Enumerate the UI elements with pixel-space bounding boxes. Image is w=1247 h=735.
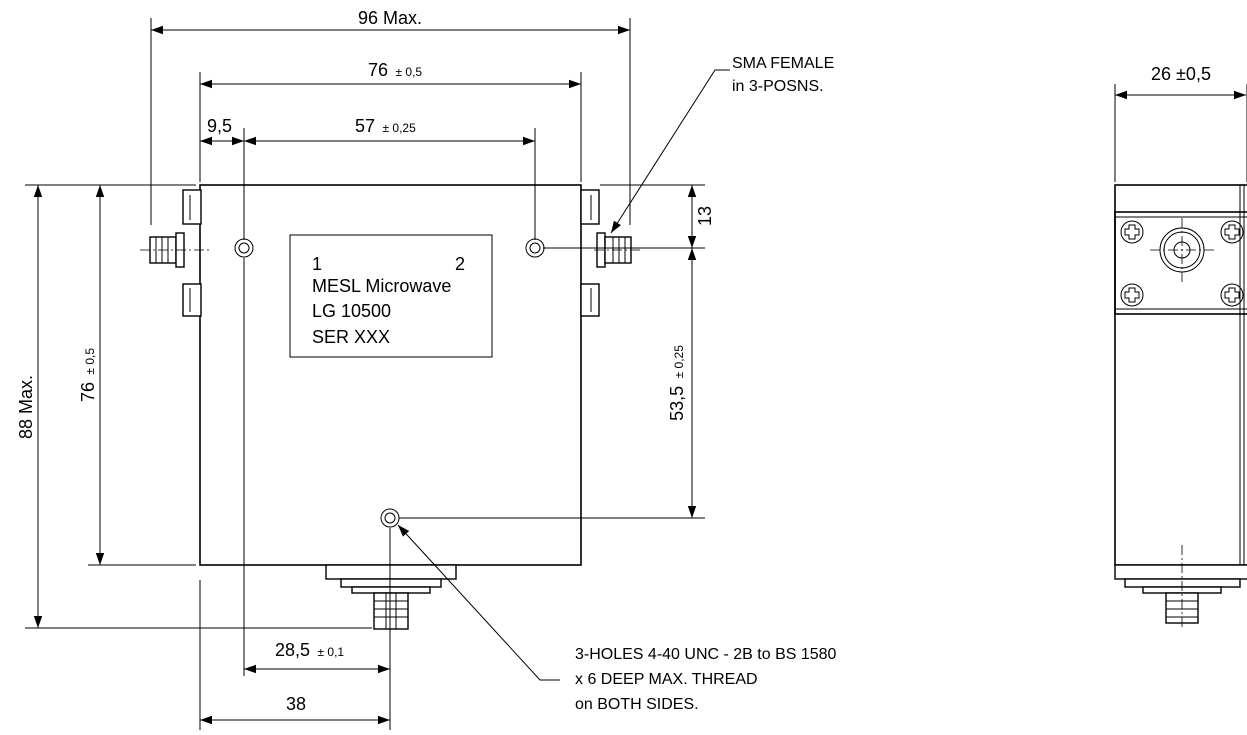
label-line-3: SER XXX	[312, 327, 390, 347]
front-view: 1 2 MESL Microwave LG 10500 SER XXX	[140, 184, 640, 640]
dim-connector-spacing: 57 ± 0,25	[244, 116, 535, 146]
bottom-sma-connector	[325, 564, 457, 630]
side-bottom-connector	[1114, 545, 1247, 630]
dim-connector-spacing-label: 57 ± 0,25	[355, 116, 416, 136]
dim-overall-width: 96 Max.	[150, 8, 631, 225]
module-body	[199, 184, 582, 566]
hole-note-line-1: 3-HOLES 4-40 UNC - 2B to BS 1580	[575, 646, 837, 663]
hole-note-line-2: x 6 DEEP MAX. THREAD	[575, 671, 758, 688]
dim-bottom-connector: 38	[199, 580, 390, 730]
dim-hole-horizontal: 28,5 ± 0,1	[243, 258, 391, 730]
sma-note-line-1: SMA FEMALE	[732, 55, 834, 72]
dim-body-width: 76 ± 0,5	[199, 60, 582, 182]
dim-hole-vertical: 53,5 ± 0,25	[399, 248, 705, 519]
sma-note-line-2: in 3-POSNS.	[732, 78, 824, 95]
dim-body-width-label: 76 ± 0,5	[368, 60, 422, 80]
dim-connector-spacing-value: 57	[355, 116, 375, 136]
left-side-lugs	[182, 189, 202, 317]
mounting-hole-right	[525, 238, 545, 258]
sma-note-leader: SMA FEMALE in 3-POSNS.	[610, 55, 834, 234]
hole-note-leader: 3-HOLES 4-40 UNC - 2B to BS 1580 x 6 DEE…	[397, 524, 837, 713]
label-line-1: MESL Microwave	[312, 276, 451, 296]
dim-hole-horizontal-tol: ± 0,1	[318, 645, 345, 659]
side-screw-bottom-right	[1220, 283, 1244, 307]
dim-hole-horizontal-label: 28,5 ± 0,1	[275, 640, 344, 660]
dim-overall-height-label: 88 Max.	[16, 375, 36, 439]
dim-body-width-value: 76	[368, 60, 388, 80]
dim-body-height-label: 76 ± 0,5	[78, 348, 98, 402]
dim-side-depth-label: 26 ±0,5	[1151, 64, 1211, 84]
mounting-hole-bottom	[380, 508, 400, 528]
side-screw-top-right	[1220, 220, 1244, 244]
side-screw-bottom-left	[1120, 283, 1144, 307]
dim-connector-offset: 13	[543, 184, 715, 249]
label-port-1: 1	[312, 254, 322, 274]
dim-overall-width-label: 96 Max.	[358, 8, 422, 28]
dim-hole-vertical-label: 53,5 ± 0,25	[667, 345, 687, 421]
dim-body-width-tol: ± 0,5	[395, 65, 422, 79]
dim-overall-height: 88 Max.	[16, 184, 372, 629]
dim-hole-vertical-value: 53,5	[667, 386, 687, 421]
dim-body-height-value: 76	[78, 382, 98, 402]
dim-hole-vertical-tol: ± 0,25	[672, 345, 686, 379]
right-side-lugs	[580, 189, 600, 317]
dim-body-height: 76 ± 0,5	[78, 185, 196, 566]
mounting-hole-left	[234, 238, 254, 258]
dim-side-depth: 26 ±0,5	[1114, 64, 1247, 182]
hole-note-line-3: on BOTH SIDES.	[575, 696, 699, 713]
label-line-2: LG 10500	[312, 301, 391, 321]
side-view	[1114, 184, 1247, 630]
side-flange-plate	[1114, 211, 1247, 315]
dim-connector-spacing-tol: ± 0,25	[382, 121, 416, 135]
dim-bottom-connector-label: 38	[286, 694, 306, 714]
dim-hole-inset: 9,5	[200, 116, 536, 240]
side-screw-top-left	[1120, 220, 1144, 244]
dim-hole-horizontal-value: 28,5	[275, 640, 310, 660]
dim-hole-inset-label: 9,5	[207, 116, 232, 136]
side-connector-face	[1150, 218, 1214, 282]
label-plate	[289, 234, 493, 358]
label-port-2: 2	[455, 254, 465, 274]
dim-connector-offset-label: 13	[695, 206, 715, 226]
dim-body-height-tol: ± 0,5	[83, 348, 97, 375]
